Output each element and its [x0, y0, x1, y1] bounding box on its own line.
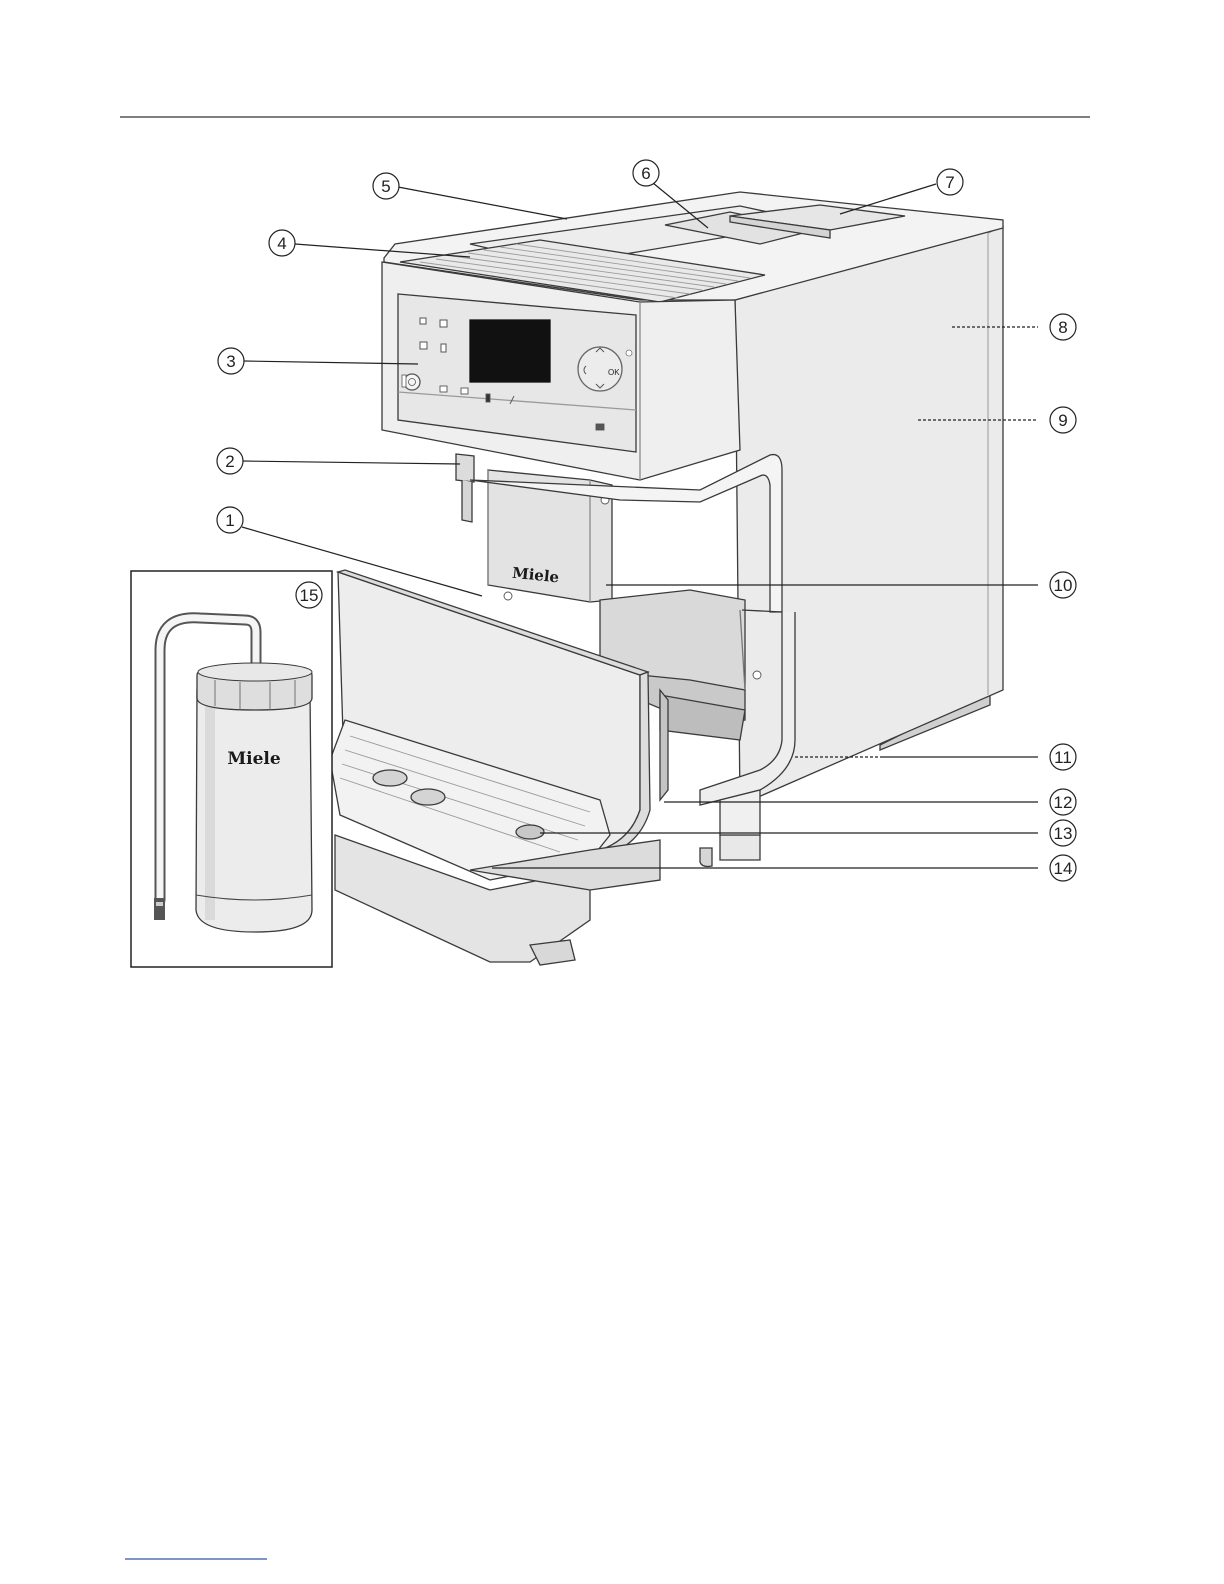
callout-9: 9 — [1050, 407, 1076, 433]
milk-icon[interactable] — [486, 394, 490, 402]
callout-number: 1 — [225, 511, 234, 530]
callout-number: 9 — [1058, 411, 1067, 430]
indicator-light — [626, 350, 632, 356]
callout-2: 2 — [217, 448, 243, 474]
cup-small-icon[interactable] — [420, 318, 426, 324]
callout-11: 11 — [1050, 744, 1076, 770]
callout-4: 4 — [269, 230, 295, 256]
callout-7: 7 — [937, 169, 963, 195]
menu-icon[interactable] — [596, 424, 604, 430]
callout-number: 2 — [225, 452, 234, 471]
callout-5: 5 — [373, 173, 399, 199]
callout-number: 15 — [300, 586, 319, 605]
callout-14: 14 — [1050, 855, 1076, 881]
coffee-machine-illustration: OK Miele — [330, 192, 1003, 965]
callout-10: 10 — [1050, 572, 1076, 598]
callout-number: 5 — [381, 177, 390, 196]
callout-3: 3 — [218, 348, 244, 374]
cup-large-icon[interactable] — [440, 320, 447, 327]
flask-brand-label: Miele — [227, 749, 281, 769]
cup-mug-icon[interactable] — [420, 342, 427, 349]
callout-number: 11 — [1054, 748, 1072, 767]
coffee-grounds-container — [660, 690, 668, 800]
callout-number: 7 — [945, 173, 954, 192]
callout-number: 13 — [1054, 824, 1073, 843]
float-indicator — [516, 825, 544, 839]
milk-flask-inset: Miele — [131, 571, 332, 967]
machine-base — [720, 835, 760, 860]
callout-number: 12 — [1054, 793, 1073, 812]
callout-15: 15 — [296, 582, 322, 608]
callout-1: 1 — [217, 507, 243, 533]
espresso-icon[interactable] — [440, 386, 447, 392]
ok-button[interactable]: OK — [608, 368, 620, 377]
callout-8: 8 — [1050, 314, 1076, 340]
tube-connector — [154, 898, 165, 920]
callout-number: 8 — [1058, 318, 1067, 337]
callout-12: 12 — [1050, 789, 1076, 815]
callout-6: 6 — [633, 160, 659, 186]
callout-number: 3 — [226, 352, 235, 371]
glass-icon[interactable] — [441, 344, 446, 352]
callout-number: 10 — [1054, 576, 1073, 595]
hot-water-spout — [456, 454, 474, 482]
callout-number: 14 — [1054, 859, 1073, 878]
callout-13: 13 — [1050, 820, 1076, 846]
display-screen — [470, 320, 550, 382]
coffee-icon[interactable] — [461, 388, 468, 394]
callout-number: 4 — [277, 234, 286, 253]
callout-number: 6 — [641, 164, 650, 183]
drip-tray-hole — [373, 770, 407, 786]
